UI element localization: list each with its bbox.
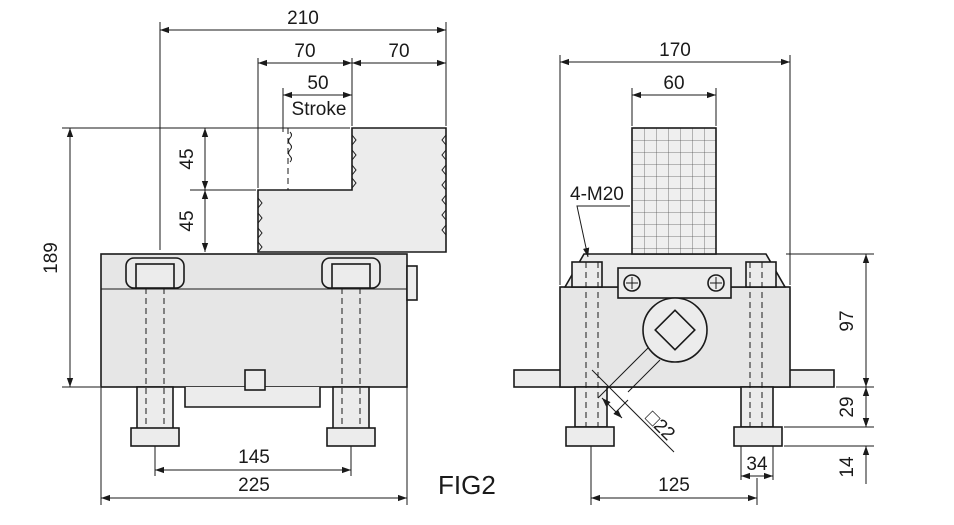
dim-50-text: 50	[307, 73, 328, 94]
jaw-serration-mid	[351, 134, 357, 189]
front-jaw	[631, 127, 717, 255]
square-drive-text: □22	[641, 407, 679, 445]
side-jaw	[257, 127, 447, 253]
front-view: 170 60 4-M20 97 29 14 34 125	[513, 40, 874, 505]
dim-70-left-text: 70	[294, 41, 315, 62]
side-body-side-plate	[406, 265, 418, 301]
side-center-mark	[244, 369, 266, 391]
thread-leader	[576, 205, 630, 258]
side-bottom-block	[184, 387, 321, 408]
dim-29-text: 29	[837, 396, 858, 417]
dim-60-text: 60	[663, 73, 684, 94]
front-drive-shaft	[611, 347, 661, 393]
side-bolt-right	[321, 257, 381, 447]
front-screw-left	[623, 274, 641, 292]
front-screw-right	[707, 274, 725, 292]
side-bolt-left	[125, 257, 185, 447]
dim-125-text: 125	[658, 475, 690, 496]
jaw-serration-left	[257, 197, 263, 253]
thread-label: 4-M20	[570, 184, 624, 205]
front-bolt-right	[733, 261, 783, 447]
figure-caption: FIG2	[438, 470, 496, 500]
dim-97-text: 97	[837, 310, 858, 331]
jaw-serration-right	[441, 134, 447, 236]
dim-210-text: 210	[287, 8, 319, 29]
dim-170-text: 170	[659, 40, 691, 61]
front-bolt-left	[565, 261, 615, 447]
stroke-phantom-wave	[288, 131, 292, 163]
side-view: 210 70 70 50 Stroke 45 45 189 145	[41, 8, 447, 505]
dim-189-text: 189	[41, 242, 62, 274]
dim-70-right-text: 70	[388, 41, 409, 62]
square-drive-leader	[591, 369, 675, 453]
dim-225-text: 225	[238, 475, 270, 496]
dim-145-text: 145	[238, 447, 270, 468]
dim-45-lower-text: 45	[177, 210, 198, 231]
dim-45-upper-text: 45	[177, 148, 198, 169]
dim-34-text: 34	[746, 454, 768, 475]
front-square-drive	[654, 309, 696, 351]
dim-14-text: 14	[837, 456, 858, 478]
stroke-label: Stroke	[292, 99, 347, 120]
